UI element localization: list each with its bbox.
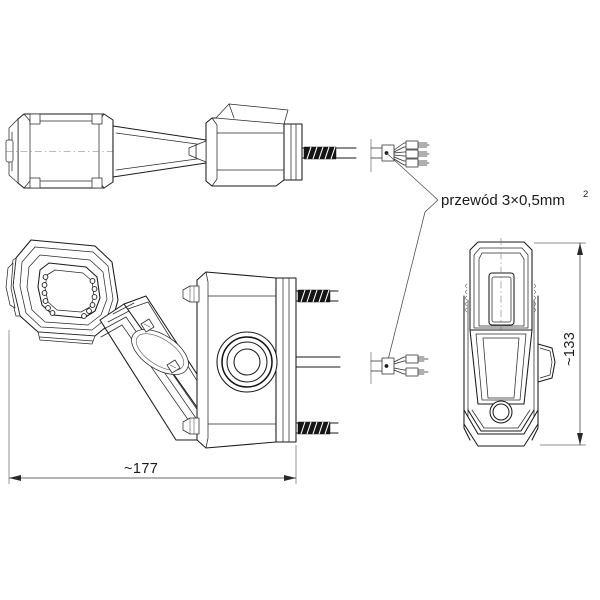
mounting-stud-upper xyxy=(182,285,339,303)
front-view-lamp-head xyxy=(5,239,119,345)
mounting-stud-lower xyxy=(182,417,339,435)
wire-strands-bottom xyxy=(393,354,429,377)
view-top xyxy=(5,103,357,189)
cable-note-superscript: 2 xyxy=(583,189,588,200)
side-view-lobe xyxy=(537,343,556,383)
front-view-arm xyxy=(99,295,207,441)
side-view-ribs-left xyxy=(465,283,468,313)
base-grommet xyxy=(216,331,278,393)
side-view-ribs-right xyxy=(533,283,536,313)
cable-break-hatch xyxy=(306,146,336,160)
cable-note-leaders xyxy=(386,152,439,367)
view-side xyxy=(463,238,556,447)
cable-note-label: przewód 3×0,5mm xyxy=(441,192,565,209)
top-view-lamp-head xyxy=(5,113,122,189)
led-dots-right xyxy=(81,278,98,319)
side-view-arm xyxy=(463,295,539,441)
dimension-label-height: ~133 xyxy=(562,332,578,366)
dimension-overall-length: ~177 xyxy=(8,330,297,484)
side-view-base-foot xyxy=(463,400,539,447)
front-view-base xyxy=(182,271,341,449)
led-dots-left xyxy=(41,274,56,316)
dimension-overall-height: ~133 xyxy=(534,242,586,446)
leader-origin-dot-bottom xyxy=(384,364,389,368)
view-front xyxy=(5,239,341,449)
top-view-cable xyxy=(301,146,357,160)
wire-end-bottom xyxy=(370,352,429,384)
side-view-lamp-head xyxy=(465,238,536,336)
top-view-connector-housing xyxy=(188,103,303,187)
wire-strands-top xyxy=(393,140,430,168)
dimension-label-length: ~177 xyxy=(124,461,158,477)
